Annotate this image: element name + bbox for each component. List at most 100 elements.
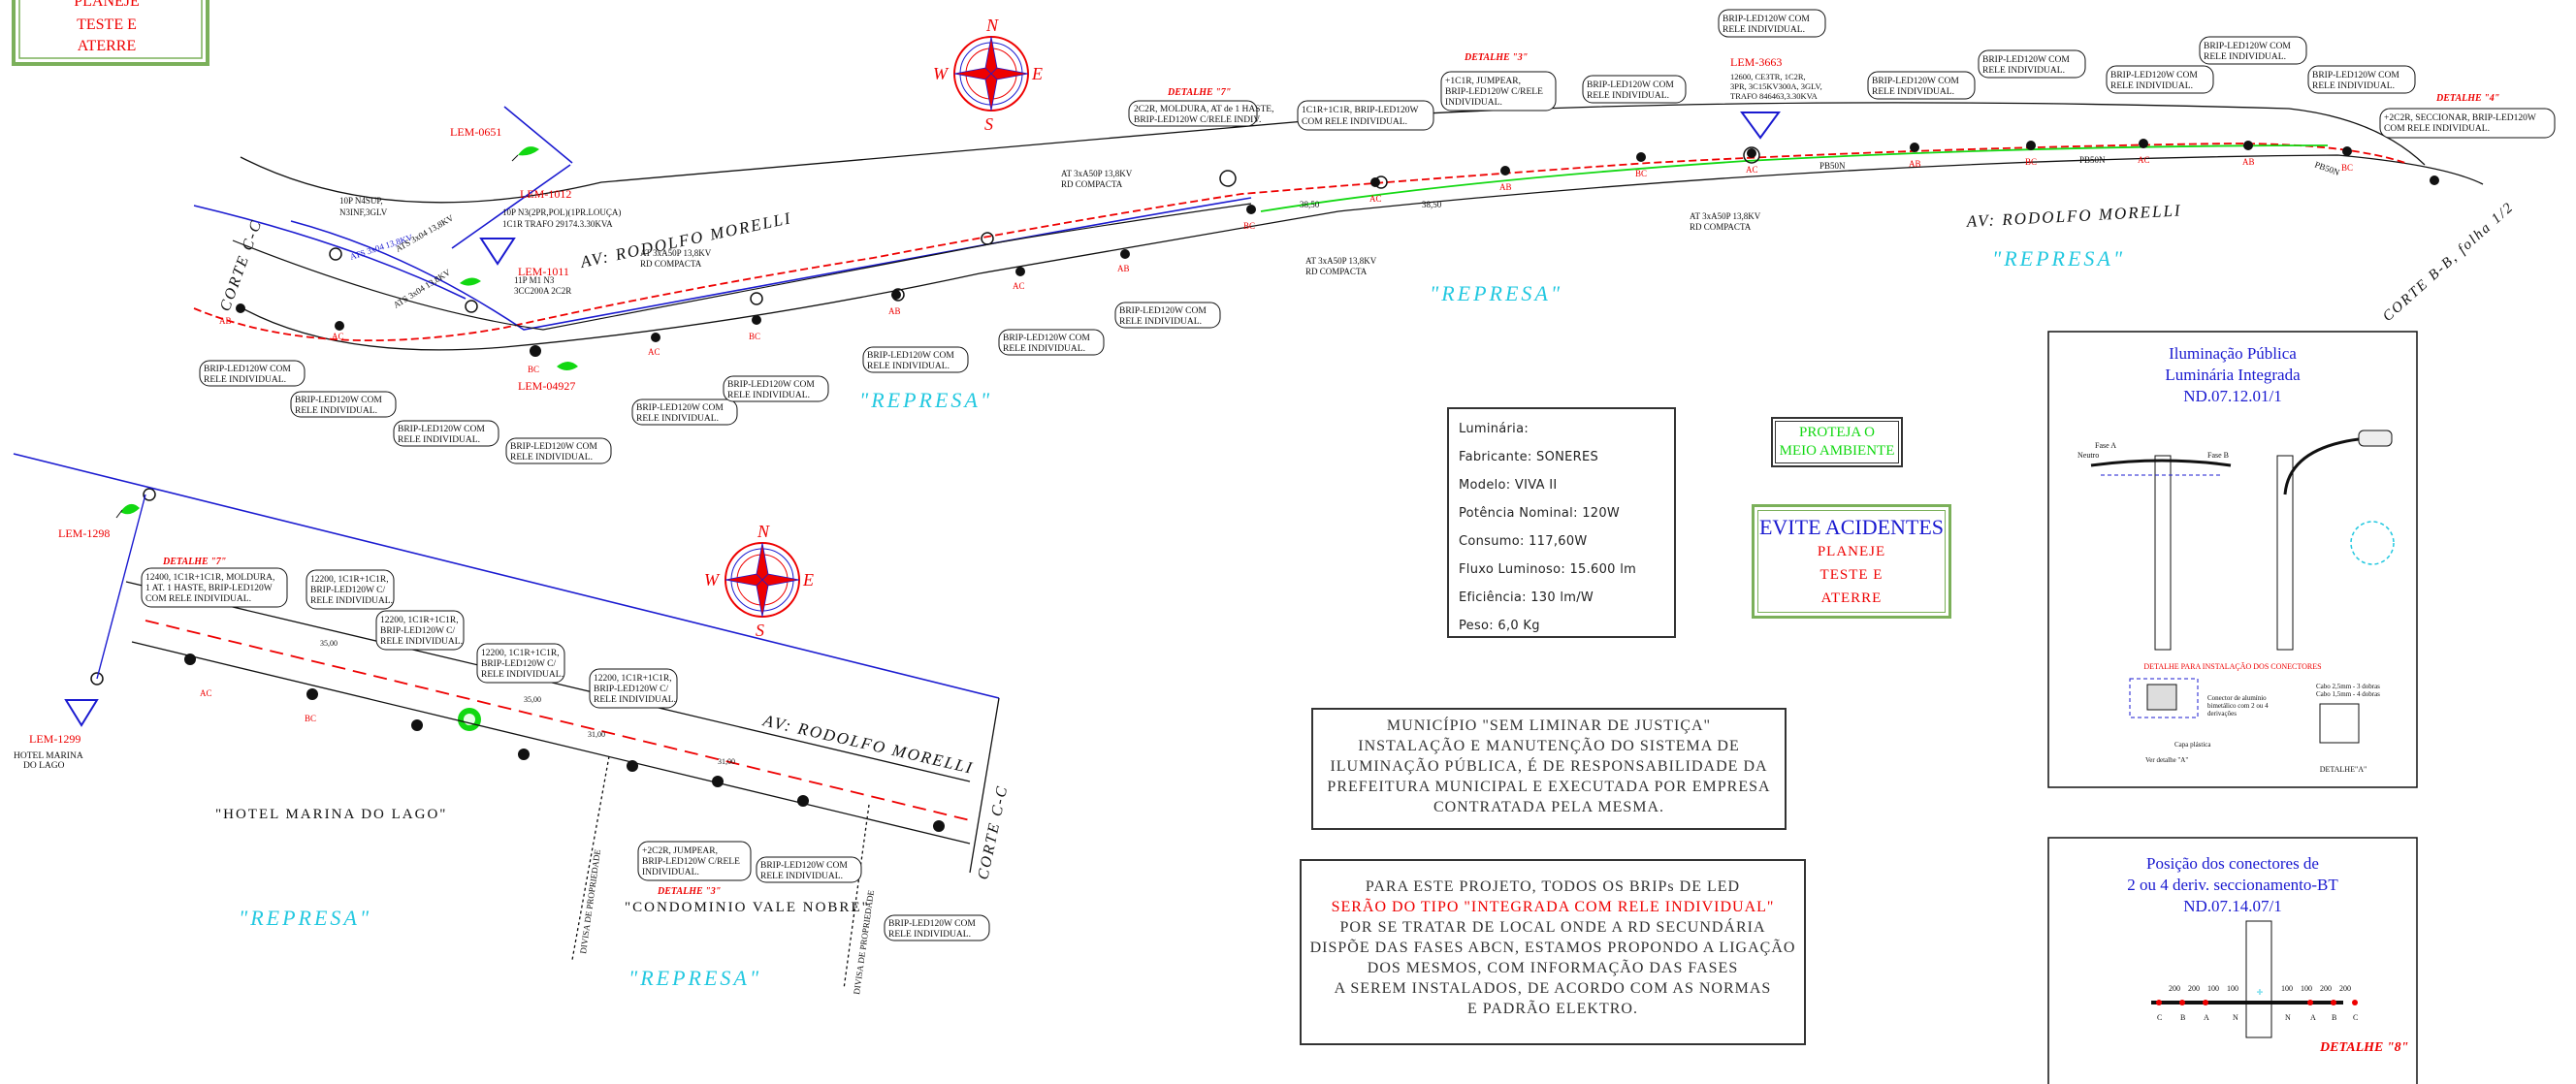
compass-e-lower: E: [802, 570, 814, 590]
upper-poles: [90, 139, 2439, 685]
brip-h1: BRIP-LED120W COM: [295, 396, 382, 405]
brip-m1: BRIP-LED120W COM: [867, 351, 954, 361]
ilum-title-2: Luminária Integrada: [2165, 366, 2301, 384]
brip-q2: RELE INDIVIDUAL.: [888, 930, 971, 940]
span-label: 35,00: [320, 639, 338, 648]
evite-stamp: EVITE ACIDENTES PLANEJE TESTE E ATERRE: [1752, 504, 1951, 619]
neutro-label: Neutro: [2077, 451, 2099, 460]
lem3663-desc-1: 12600, CE3TR, 1C2R,: [1730, 72, 1806, 81]
phase-code-label: AC: [1746, 165, 1758, 175]
brip-p2: RELE INDIVIDUAL.: [760, 872, 843, 881]
compass-s-lower: S: [756, 621, 764, 640]
brip-j1: BRIP-LED120W COM: [510, 442, 597, 452]
compass-icon-upper: N S E W: [933, 16, 1043, 134]
brip-g1: BRIP-LED120W COM: [204, 365, 291, 374]
detalhe3-bot: DETALHE "3": [657, 886, 721, 897]
divisa-label-1: DIVISA DE PROPRIEDADE: [578, 848, 602, 954]
d7-top-line1: 2C2R, MOLDURA, AT de 1 HASTE,: [1134, 105, 1273, 114]
conector-2: bimetálico com 2 ou 4: [2207, 702, 2269, 710]
conector-3: derivações: [2207, 710, 2237, 717]
b12200-d2: BRIP-LED120W C/: [594, 685, 669, 694]
brip-k1: BRIP-LED120W COM: [636, 403, 724, 413]
phase-0: C: [2157, 1013, 2162, 1022]
at-comp4-a: AT 3xA50P 13,8KV: [1690, 211, 1761, 221]
brip-i2: RELE INDIVIDUAL.: [398, 435, 480, 445]
brip-c2: RELE INDIVIDUAL.: [1982, 66, 2065, 76]
n3-label-2: N3INF,3GLV: [339, 207, 388, 217]
b12200-a2: BRIP-LED120W C/: [310, 586, 386, 595]
phase-2: A: [2204, 1013, 2209, 1022]
brip-o1: BRIP-LED120W COM: [1119, 306, 1207, 316]
tree-icon-5: [460, 277, 481, 286]
phase-code-label: AB: [1117, 264, 1130, 273]
corte-cc-lower: CORTE C-C: [975, 783, 1011, 881]
brip-g2: RELE INDIVIDUAL.: [204, 375, 286, 385]
transformer-icon-1299: [64, 699, 99, 727]
ats-label-2: ATS 3x04 13,8KV: [394, 212, 456, 254]
brip-d2: RELE INDIVIDUAL.: [2110, 81, 2193, 91]
brip-n1: BRIP-LED120W COM: [1003, 334, 1090, 343]
brip-j2: RELE INDIVIDUAL.: [510, 453, 593, 462]
pb50n-3: PB50N: [2313, 159, 2341, 177]
detalhe7-top: DETALHE "7": [1167, 87, 1231, 98]
c1c1r-line1: 1C1R+1C1R, BRIP-LED120W: [1302, 106, 1418, 115]
detalhe7-bot: DETALHE "7": [162, 557, 226, 567]
lem-1299: LEM-1299: [29, 732, 80, 746]
phase-code-label: AC: [332, 332, 344, 341]
lem-3663: LEM-3663: [1730, 55, 1782, 69]
phase-code-label: BC: [1243, 221, 1255, 231]
proteja-stamp: PROTEJA O MEIO AMBIENTE: [1771, 417, 1903, 467]
pb50n-2: PB50N: [2079, 155, 2106, 165]
dim-4: 100: [2281, 984, 2293, 993]
represa-label-2: "REPRESA": [1430, 281, 1562, 305]
detalhe8: DETALHE "8": [2319, 1040, 2408, 1055]
projeto-2: SERÃO DO TIPO "INTEGRADA COM RELE INDIVI…: [1331, 899, 1775, 915]
municipio-2: INSTALAÇÃO E MANUTENÇÃO DO SISTEMA DE: [1358, 738, 1740, 754]
b12200-c2: BRIP-LED120W C/: [481, 659, 557, 669]
brip-d1: BRIP-LED120W COM: [2110, 71, 2198, 80]
hotel-small-2: DO LAGO: [23, 761, 65, 771]
brip-p1: BRIP-LED120W COM: [760, 861, 848, 871]
c1c1r-line2: COM RELE INDIVIDUAL.: [1302, 117, 1407, 127]
conector-1: Conector de alumínio: [2207, 694, 2267, 702]
lem1011-desc-1: 11P M1 N3: [514, 275, 555, 285]
ilum-title-3: ND.07.12.01/1: [2183, 387, 2282, 405]
projeto-note: PARA ESTE PROJETO, TODOS OS BRIPs DE LED…: [1300, 859, 1806, 1045]
street-name-lower: AV: RODOLFO MORELLI: [760, 711, 976, 778]
lem-0651: LEM-0651: [450, 125, 501, 139]
detalhe-a: DETALHE"A": [2320, 765, 2367, 774]
b12200-d3: RELE INDIVIDUAL.: [594, 695, 676, 705]
b12200-b2: BRIP-LED120W C/: [380, 626, 456, 636]
dim-2: 100: [2207, 984, 2219, 993]
proteja-line-1: PROTEJA O: [1799, 425, 1875, 440]
lem-04927: LEM-04927: [518, 379, 575, 393]
cabo-1: Cabo 2,5mm - 3 dobras: [2316, 683, 2380, 690]
municipio-5: CONTRATADA PELA MESMA.: [1433, 799, 1665, 815]
d4-top-line1: +2C2R, SECCIONAR, BRIP-LED120W: [2384, 113, 2536, 123]
compass-w-upper: W: [933, 64, 950, 83]
brip-l2: RELE INDIVIDUAL.: [727, 391, 810, 400]
street-name-upper-2: AV: RODOLFO MORELLI: [1965, 201, 2182, 231]
municipio-1: MUNICÍPIO "SEM LIMINAR DE JUSTIÇA": [1386, 717, 1712, 734]
proteja-line-2: MEIO AMBIENTE: [1779, 443, 1895, 459]
dim-1: 200: [2188, 984, 2200, 993]
brip-q1: BRIP-LED120W COM: [888, 919, 976, 929]
posicao-title-1: Posição dos conectores de: [2146, 854, 2319, 873]
phase-3: N: [2233, 1013, 2238, 1022]
phase-4: N: [2285, 1013, 2291, 1022]
b12200-a3: RELE INDIVIDUAL.: [310, 596, 393, 606]
span-label: 31,00: [588, 730, 605, 739]
posicao-panel: Posição dos conectores de 2 ou 4 deriv. …: [2047, 837, 2418, 1084]
compass-icon-lower: N S E W: [704, 522, 814, 640]
lem1012-desc-1: 10P N3(2PR,POL)(1PR.LOUÇA): [502, 207, 621, 217]
phase-code-label: AB: [888, 306, 901, 316]
d3-top-line1: +1C1R, JUMPEAR,: [1445, 77, 1521, 86]
ver-detalhe: Ver detalhe "A": [2145, 756, 2188, 764]
phase-code-label: AC: [648, 347, 660, 357]
span-label: 35,00: [524, 695, 541, 704]
b12200-c1: 12200, 1C1R+1C1R,: [481, 649, 560, 658]
condominio-label: "CONDOMINIO VALE NOBRE": [625, 900, 870, 915]
lem3663-desc-2: 3PR, 3C15KV300A, 3GLV,: [1730, 81, 1822, 91]
phase-5: A: [2310, 1013, 2316, 1022]
